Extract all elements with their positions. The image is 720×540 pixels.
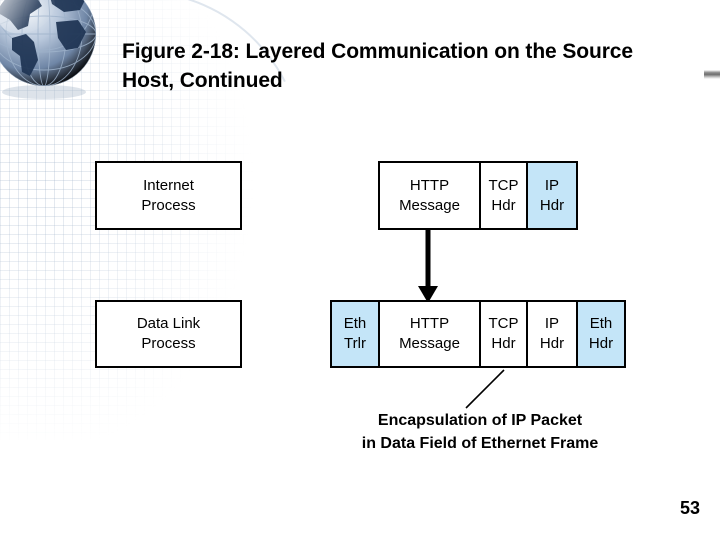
segment-line2: Message: [399, 335, 460, 352]
page-number: 53: [679, 498, 700, 518]
segment-line1: TCP: [488, 315, 519, 333]
caption-line2: in Data Field of Ethernet Frame: [361, 434, 599, 452]
segment-line1: IP: [544, 315, 560, 333]
diagonal-leader-line: [465, 369, 505, 409]
segment-line2: Hdr: [539, 196, 565, 214]
segment-line1: Eth: [589, 315, 613, 333]
segment-line1: Eth: [343, 315, 367, 333]
segment-line1: TCP: [488, 176, 519, 194]
segment-line2: Hdr: [491, 335, 516, 352]
caption-line1: Encapsulation of IP Packet: [377, 412, 583, 429]
segment-line2: Hdr: [491, 196, 516, 214]
page-title: Figure 2-18: Layered Communication on th…: [122, 40, 633, 92]
layer-label-line1: Data Link: [136, 315, 201, 333]
right-edge-bar: [704, 70, 720, 79]
segment-line1: HTTP: [409, 315, 450, 333]
packet-segment-http-message-row1: HTTP Message: [378, 161, 481, 230]
layer-label-line2: Process: [141, 196, 196, 214]
segment-line2: Message: [399, 196, 460, 214]
layer-label-internet-process: Internet Process: [95, 161, 242, 230]
packet-segment-tcp-hdr-row1: TCP Hdr: [479, 161, 528, 230]
diagram-caption: Encapsulation of IP Packet in Data Field…: [300, 410, 660, 455]
segment-line2: Hdr: [539, 335, 565, 352]
layer-label-line1: Internet: [143, 176, 194, 194]
segment-line1: HTTP: [409, 176, 450, 194]
packet-segment-eth-trlr-row2: Eth Trlr: [330, 300, 380, 368]
packet-segment-http-message-row2: HTTP Message: [378, 300, 481, 368]
segment-line2: Hdr: [588, 335, 614, 352]
down-arrow-icon: [418, 228, 438, 303]
packet-segment-ip-hdr-row1: IP Hdr: [526, 161, 578, 230]
packet-segment-eth-hdr-row2: Eth Hdr: [576, 300, 626, 368]
globe-icon: [0, 0, 96, 99]
layer-label-data-link-process: Data Link Process: [95, 300, 242, 368]
segment-line2: Trlr: [344, 335, 366, 352]
packet-segment-tcp-hdr-row2: TCP Hdr: [479, 300, 528, 368]
layer-label-line2: Process: [141, 335, 196, 352]
packet-segment-ip-hdr-row2: IP Hdr: [526, 300, 578, 368]
segment-line1: IP: [544, 176, 560, 194]
